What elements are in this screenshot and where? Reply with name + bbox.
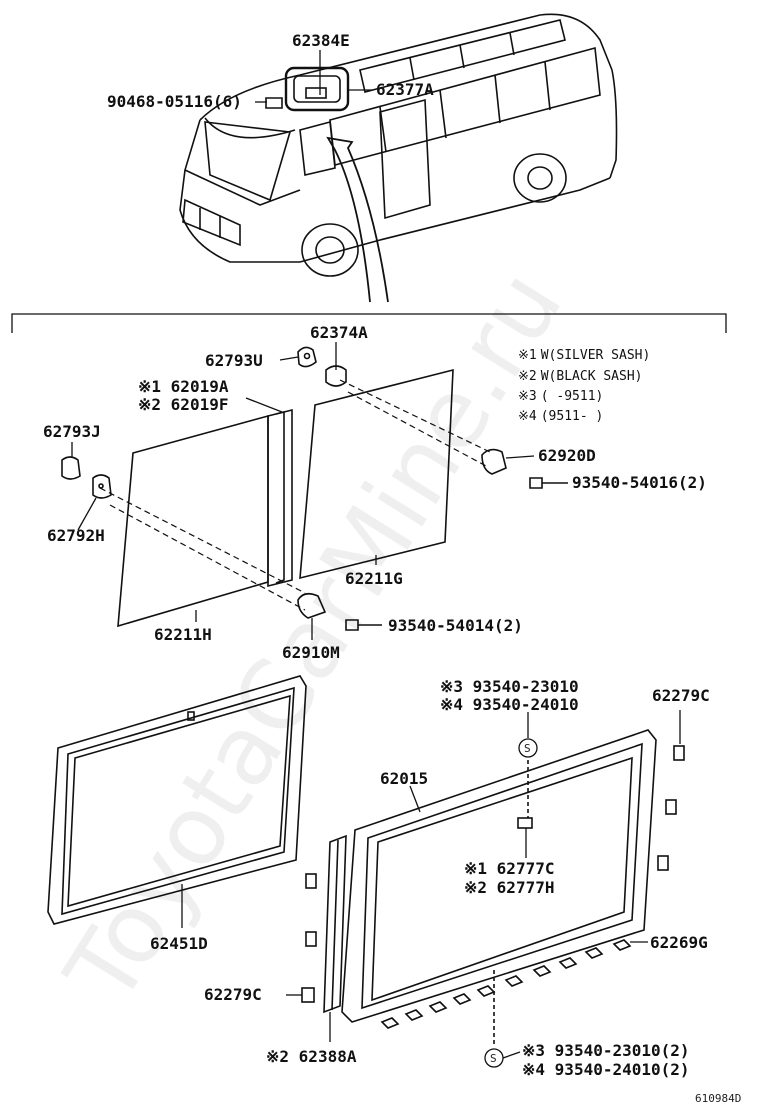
screw-mark-top-letter: S: [524, 742, 531, 755]
sliding-glass-assembly: [61, 346, 568, 631]
label-62920D: 62920D: [538, 446, 596, 465]
screw-mark-top: S: [518, 738, 538, 758]
label-93540-54014: 93540-54014(2): [388, 616, 523, 635]
label-90468-05116: 90468-05116(6): [107, 92, 242, 111]
screw-mark-bottom-letter: S: [490, 1052, 497, 1065]
label-62269G: 62269G: [650, 933, 708, 952]
watermark: ToyotaCarMine.ru: [44, 252, 584, 1023]
label-93540-23010-top: ※3 93540-23010: [440, 677, 579, 696]
label-62374A: 62374A: [310, 323, 368, 342]
label-62377A: 62377A: [376, 80, 434, 99]
label-62910M: 62910M: [282, 643, 340, 662]
frame-62451D: [47, 675, 307, 925]
label-62015: 62015: [380, 769, 428, 788]
label-62388A: ※2 62388A: [266, 1047, 357, 1066]
note-3: ※3( -9511): [518, 389, 603, 404]
frame-62015: [301, 729, 685, 1046]
label-62211G: 62211G: [345, 569, 403, 588]
label-62019F: ※2 62019F: [138, 395, 228, 414]
leader-lines-mid: [71, 342, 535, 640]
label-62793U: 62793U: [205, 351, 263, 370]
label-62211H: 62211H: [154, 625, 212, 644]
label-62019A: ※1 62019A: [138, 377, 229, 396]
screw-mark-bottom: S: [484, 1048, 504, 1068]
label-62777C: ※1 62777C: [464, 859, 554, 878]
label-93540-54016: 93540-54016(2): [572, 473, 707, 492]
label-62792H: 62792H: [47, 526, 105, 545]
label-62777H: ※2 62777H: [464, 878, 554, 897]
note-4: ※4(9511- ): [518, 409, 603, 424]
label-62279C-left: 62279C: [204, 985, 262, 1004]
label-93540-24010-top: ※4 93540-24010: [440, 695, 579, 714]
label-62384E: 62384E: [292, 31, 350, 50]
label-93540-23010-bottom: ※3 93540-23010(2): [522, 1041, 690, 1060]
label-62793J: 62793J: [43, 422, 101, 441]
diagram-code: 610984D: [695, 1092, 741, 1105]
label-93540-24010-bottom: ※4 93540-24010(2): [522, 1060, 690, 1079]
section-bracket: [11, 313, 727, 333]
leader-lines-bottom: [181, 710, 681, 1059]
label-62451D: 62451D: [150, 934, 208, 953]
van-illustration: [179, 13, 618, 303]
label-62279C-right: 62279C: [652, 686, 710, 705]
